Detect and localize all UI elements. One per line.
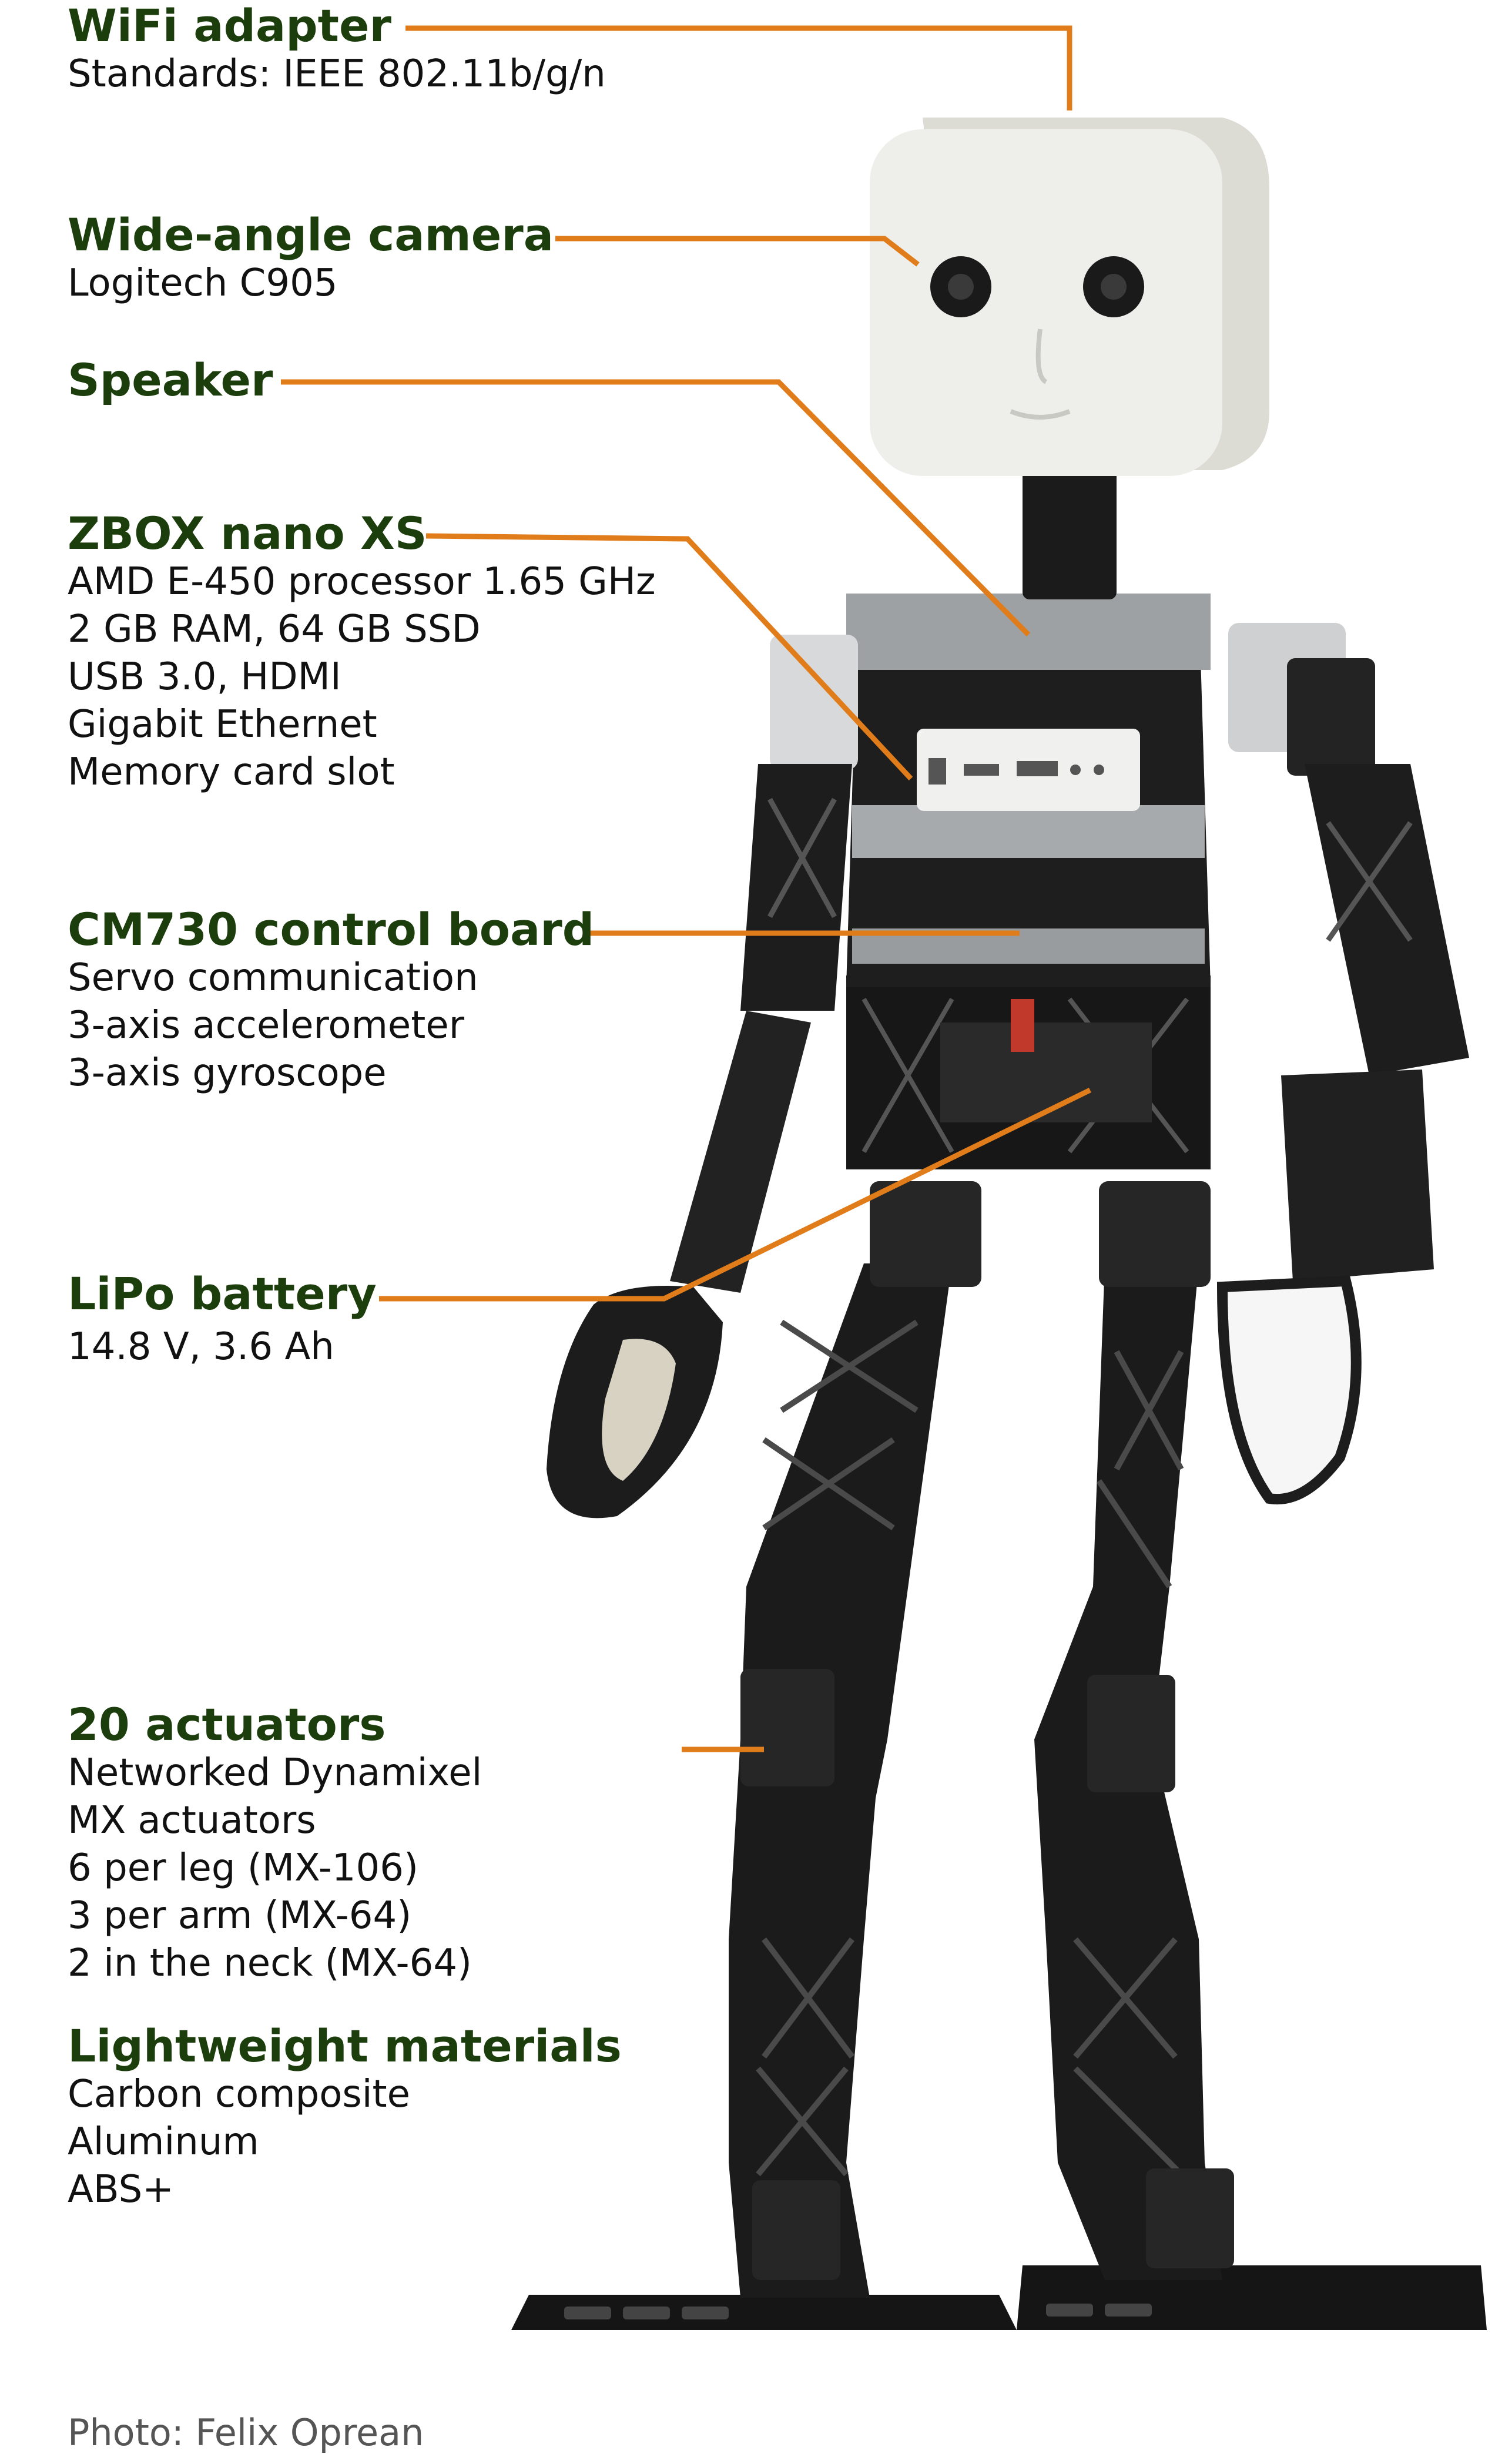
neck-servo [1023,464,1117,599]
leader-lines [281,25,1091,1752]
wifi-line-1: Standards: IEEE 802.11b/g/n [68,52,606,96]
right-hand [1216,1275,1362,1505]
battery-pack [940,1023,1152,1122]
materials-heading: Lightweight materials [68,2020,622,2072]
head-face [870,129,1222,476]
camera-heading: Wide-angle camera [68,209,554,261]
actuators-line-2: MX actuators [68,1799,316,1842]
callout-actuators: 20 actuators Networked Dynamixel MX actu… [68,1700,482,1987]
right-arm-truss [1326,821,1413,942]
camera-line-1: Logitech C905 [68,262,338,305]
callout-cm730: CM730 control board Servo communication … [68,905,594,1097]
wifi-heading: WiFi adapter [68,0,392,52]
zbox-line-5: Memory card slot [68,750,395,794]
actuators-line-3: 6 per leg (MX-106) [68,1846,418,1890]
leg-truss [756,1319,1184,2177]
cable-bundle [1011,999,1034,1052]
robot-mouth [1010,409,1071,420]
photo-credit: Photo: Felix Oprean [68,2411,424,2454]
right-forearm [1281,1070,1434,1281]
lipo-heading: LiPo battery [68,1268,377,1320]
callout-wifi: WiFi adapter Standards: IEEE 802.11b/g/n [68,1,606,98]
cm730-line-2: 3-axis accelerometer [68,1004,465,1047]
zbox-line-4: Gigabit Ethernet [68,703,377,746]
right-shoulder-motor [1287,658,1375,776]
materials-line-1: Carbon composite [68,2073,410,2116]
callout-lipo: LiPo battery 14.8 V, 3.6 Ah [68,1269,377,1371]
zbox-line-2: 2 GB RAM, 64 GB SSD [68,608,481,651]
callout-materials: Lightweight materials Carbon composite A… [68,2022,622,2214]
materials-line-3: ABS+ [68,2168,174,2211]
cm730-line-3: 3-axis gyroscope [68,1051,387,1095]
right-foot [1017,2265,1487,2330]
left-forearm [670,1011,811,1293]
speaker-heading: Speaker [68,354,273,406]
left-upper-arm [740,764,852,1011]
left-arm-truss [767,797,837,918]
hip-truss [862,997,1189,1154]
lipo-line-1: 14.8 V, 3.6 Ah [68,1325,334,1369]
foot-cutouts [564,2304,1152,2319]
left-foot [511,2295,1017,2330]
actuators-line-5: 2 in the neck (MX-64) [68,1942,472,1985]
zbox-line-1: AMD E-450 processor 1.65 GHz [68,560,656,604]
camera-leader-line [555,236,920,267]
actuators-line-1: Networked Dynamixel [68,1751,482,1795]
callout-camera: Wide-angle camera Logitech C905 [68,210,554,307]
right-upper-arm [1305,764,1469,1075]
left-camera-lens [948,274,974,300]
zbox-leader-line [425,533,913,781]
actuators-heading: 20 actuators [68,1698,386,1751]
right-camera-lens [1101,274,1127,300]
robot-nose [1035,328,1048,384]
lipo-leader-line [379,1087,1091,1302]
callout-zbox: ZBOX nano XS AMD E-450 processor 1.65 GH… [68,509,656,796]
speaker-leader-line [281,379,1031,637]
servo-motors [740,1181,1234,2280]
zbox-line-3: USB 3.0, HDMI [68,655,341,699]
left-shoulder-servo [770,635,858,770]
zbox-ports [928,758,1104,785]
left-hand-pad [602,1339,676,1481]
torso-mid-plate [852,805,1205,858]
zbox-heading: ZBOX nano XS [68,507,427,559]
callout-speaker: Speaker [68,356,273,405]
materials-line-2: Aluminum [68,2120,259,2164]
cm730-line-1: Servo communication [68,956,478,1000]
wifi-leader-line [405,25,1072,110]
cm730-heading: CM730 control board [68,903,595,956]
left-leg [729,1263,952,2298]
actuators-line-4: 3 per arm (MX-64) [68,1894,412,1937]
